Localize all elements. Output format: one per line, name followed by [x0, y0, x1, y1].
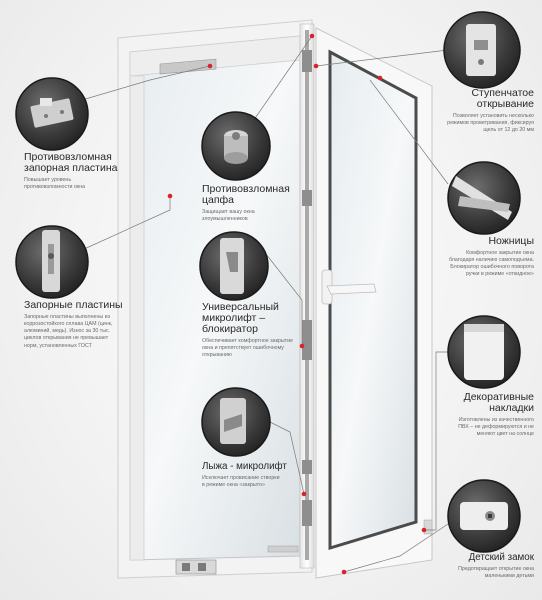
callout-ski-microlift: Лыжа - микролифт Исключает провисание ст… [202, 461, 304, 490]
desc-line: Комфортное закрытие окна [466, 250, 534, 257]
callout-title: Запорные пластины [24, 299, 136, 311]
desc-line: режимов проветривания, фиксируя [447, 120, 534, 127]
callout-title: Лыжа - микролифт [202, 461, 304, 472]
callout-universal-microlift: Универсальный микролифт – блокиратор Обе… [202, 301, 302, 359]
pin-icon [201, 111, 271, 181]
desc-line: циклов открывания не превышает [24, 335, 109, 342]
callout-anti-burglary-pin: Противовзломная цапфа Защищает вашу окна… [202, 183, 298, 223]
hardware-strip [299, 23, 315, 569]
callout-title: Декоративные накладки [430, 391, 534, 415]
title-line: Запорные пластины [24, 299, 123, 311]
callout-child-lock: Детский замок Предотвращает открытие окн… [434, 552, 534, 581]
desc-line: Запорные пластины выполнены из [24, 314, 111, 321]
callout-desc: Предотвращает открытие окна маленькими д… [434, 566, 534, 580]
desc-line: Обеспечивает комфортное закрытие [202, 338, 294, 345]
title-line: Ножницы [488, 235, 534, 247]
title-line: Лыжа - микролифт [202, 461, 287, 472]
strike-plate-icon [15, 77, 89, 151]
child-lock-icon [447, 479, 521, 553]
desc-line: Предотвращает открытие окна [458, 566, 534, 573]
title-line: Противовзломная [202, 183, 290, 195]
desc-line: в режиме окна «закрыто» [202, 482, 265, 489]
title-line: Детский замок [468, 552, 534, 563]
desc-line: алюминий, медь). Износ за 30 тыс. [24, 328, 111, 335]
title-line: Ступенчатое [471, 87, 534, 99]
desc-line: противовзломности окна [24, 184, 86, 191]
window-handle [321, 269, 377, 305]
callout-desc: Комфортное закрытие окна благодаря налич… [428, 250, 534, 279]
callout-desc: Обеспечивает комфортное закрытие окна и … [202, 338, 302, 359]
desc-line: злоумышленников [202, 216, 248, 223]
callout-title: Универсальный микролифт – блокиратор [202, 301, 302, 336]
window-frame [117, 19, 313, 579]
title-line: Декоративные [463, 391, 534, 403]
callout-desc: Исключает провисание створки в режиме ок… [202, 475, 304, 489]
desc-line: Исключает провисание створки [202, 475, 280, 482]
title-line: открывание [476, 98, 534, 111]
desc-line: меняют цвет на солнце [476, 431, 534, 438]
callout-desc: Повышает уровень противовзломности окна [24, 177, 134, 191]
desc-line: ПВХ – не деформируются и не [458, 424, 534, 431]
title-line: микролифт – [202, 312, 266, 325]
accent-dots [167, 33, 427, 575]
desc-line: Позволяет установить несколько [452, 113, 534, 120]
desc-line: Изготовлены из качественного [458, 417, 534, 424]
callout-anti-burglary-strike-plate: Противовзломная запорная пластина Повыша… [24, 151, 134, 191]
callout-scissors: Ножницы Комфортное закрытие окна благода… [428, 235, 534, 279]
callout-title: Противовзломная цапфа [202, 183, 298, 207]
callout-title: Ступенчатое открывание [430, 87, 534, 111]
callout-decorative-covers: Декоративные накладки Изготовлены из кач… [430, 391, 534, 438]
callout-stepped-opening: Ступенчатое открывание Позволяет установ… [430, 87, 534, 134]
title-line: блокиратор [202, 323, 258, 336]
title-line: Противовзломная [24, 151, 112, 163]
desc-line: Защищает вашу окна [202, 209, 255, 216]
callout-locking-plates: Запорные пластины Запорные пластины выпо… [24, 299, 136, 350]
desc-line: ручки в режиме «откидное» [465, 271, 534, 278]
stepped-opening-icon [443, 11, 521, 89]
desc-line: маленькими детьми [484, 573, 534, 580]
title-line: цапфа [202, 194, 235, 207]
title-line: Универсальный [202, 301, 279, 313]
scissors-icon [447, 161, 521, 235]
desc-line: щель от 12 до 20 мм [483, 127, 534, 134]
locking-plate-icon [15, 225, 89, 299]
ski-icon [201, 387, 271, 457]
desc-line: благодаря наличию самоподъема. [449, 257, 534, 264]
callout-desc: Позволяет установить несколько режимов п… [430, 113, 534, 134]
callout-desc: Запорные пластины выполнены из коррозост… [24, 314, 136, 350]
microlift-icon [199, 231, 269, 301]
desc-line: окна и препятствует ошибочному [202, 345, 284, 352]
title-line: запорная пластина [24, 162, 118, 175]
callout-desc: Изготовлены из качественного ПВХ – не де… [430, 417, 534, 438]
callout-title: Детский замок [434, 552, 534, 563]
desc-line: норм, установленных ГОСТ [24, 342, 92, 349]
desc-line: Повышает уровень [24, 177, 72, 184]
callout-title: Ножницы [428, 235, 534, 247]
desc-line: Блокиратор ошибочного поворота [450, 264, 534, 271]
title-line: накладки [489, 402, 534, 415]
decorative-cover-icon [447, 315, 521, 389]
desc-line: открыванию [202, 352, 232, 359]
open-sash [315, 27, 436, 579]
callout-desc: Защищает вашу окна злоумышленников [202, 209, 298, 223]
callout-title: Противовзломная запорная пластина [24, 151, 134, 175]
desc-line: коррозостойкого сплава ЦАМ (цинк, [24, 321, 113, 328]
